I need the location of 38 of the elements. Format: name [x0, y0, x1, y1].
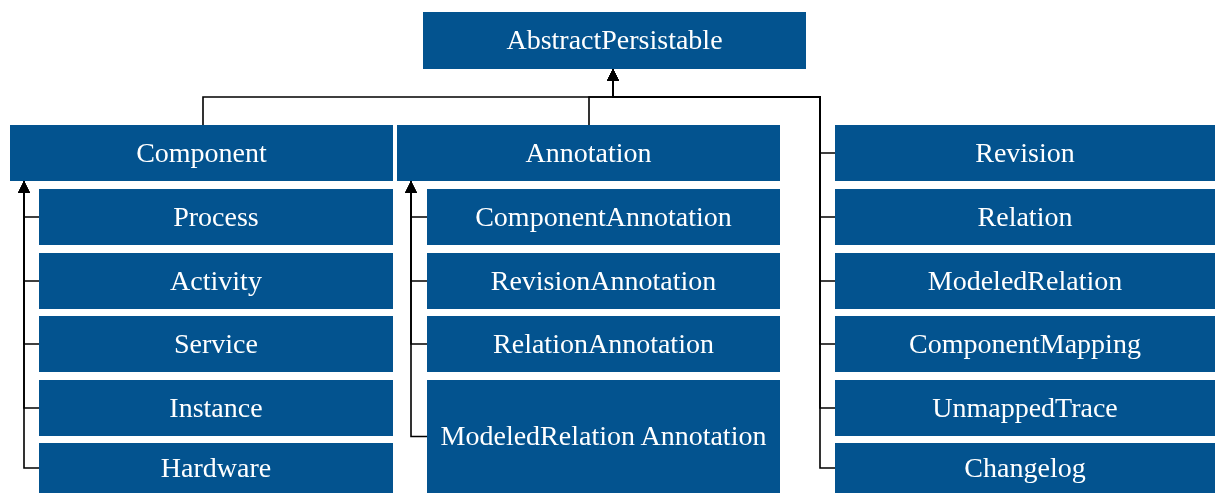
inheritance-arrow	[405, 180, 428, 438]
class-box	[835, 443, 1215, 493]
class-box	[835, 125, 1215, 181]
class-box	[397, 125, 780, 181]
class-name: ComponentAnnotation	[475, 199, 732, 234]
class-box	[39, 380, 393, 436]
class-box	[835, 316, 1215, 372]
class-name: AbstractPersistable	[506, 23, 723, 58]
class-name: Hardware	[160, 450, 272, 485]
inheritance-arrow	[18, 180, 40, 469]
class-name: RevisionAnnotation	[490, 263, 717, 298]
class-box	[427, 316, 780, 372]
class-name: RelationAnnotation	[493, 326, 714, 361]
class-name: Annotation	[525, 135, 652, 170]
class-box	[39, 253, 393, 309]
class-box	[835, 189, 1215, 245]
class-name: ModeledRelation	[927, 263, 1123, 298]
class-box	[39, 189, 393, 245]
class-name: Instance	[169, 390, 263, 425]
class-name: ComponentMapping	[909, 326, 1141, 361]
class-box	[427, 380, 780, 493]
class-box	[427, 253, 780, 309]
class-name: Relation	[977, 199, 1073, 234]
class-name: UnmappedTrace	[932, 390, 1118, 425]
class-box	[423, 12, 806, 69]
class-name: Changelog	[964, 450, 1086, 485]
class-box	[10, 125, 393, 181]
class-name: Activity	[170, 263, 262, 298]
class-name: Component	[136, 135, 267, 170]
class-box	[427, 189, 780, 245]
class-name: ModeledRelation Annotation	[440, 419, 767, 454]
class-box	[835, 253, 1215, 309]
class-box	[39, 443, 393, 493]
class-box	[39, 316, 393, 372]
class-box	[835, 380, 1215, 436]
class-name: Service	[174, 326, 258, 361]
class-name: Revision	[975, 135, 1075, 170]
class-name: Process	[173, 199, 259, 234]
